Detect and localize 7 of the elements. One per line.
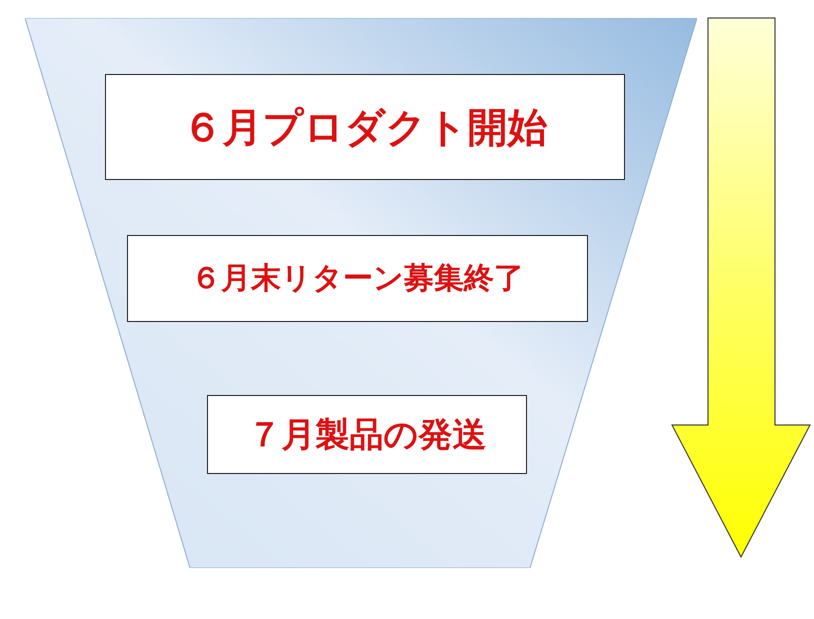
step-text: ６月プロダクト開始 bbox=[182, 102, 548, 152]
funnel-shape bbox=[25, 18, 697, 568]
step-box bbox=[105, 74, 625, 180]
step-box bbox=[207, 395, 527, 474]
step-text: ６月末リターン募集終了 bbox=[191, 260, 524, 298]
step-text: ７月製品の発送 bbox=[248, 414, 486, 456]
step-box bbox=[127, 235, 588, 322]
